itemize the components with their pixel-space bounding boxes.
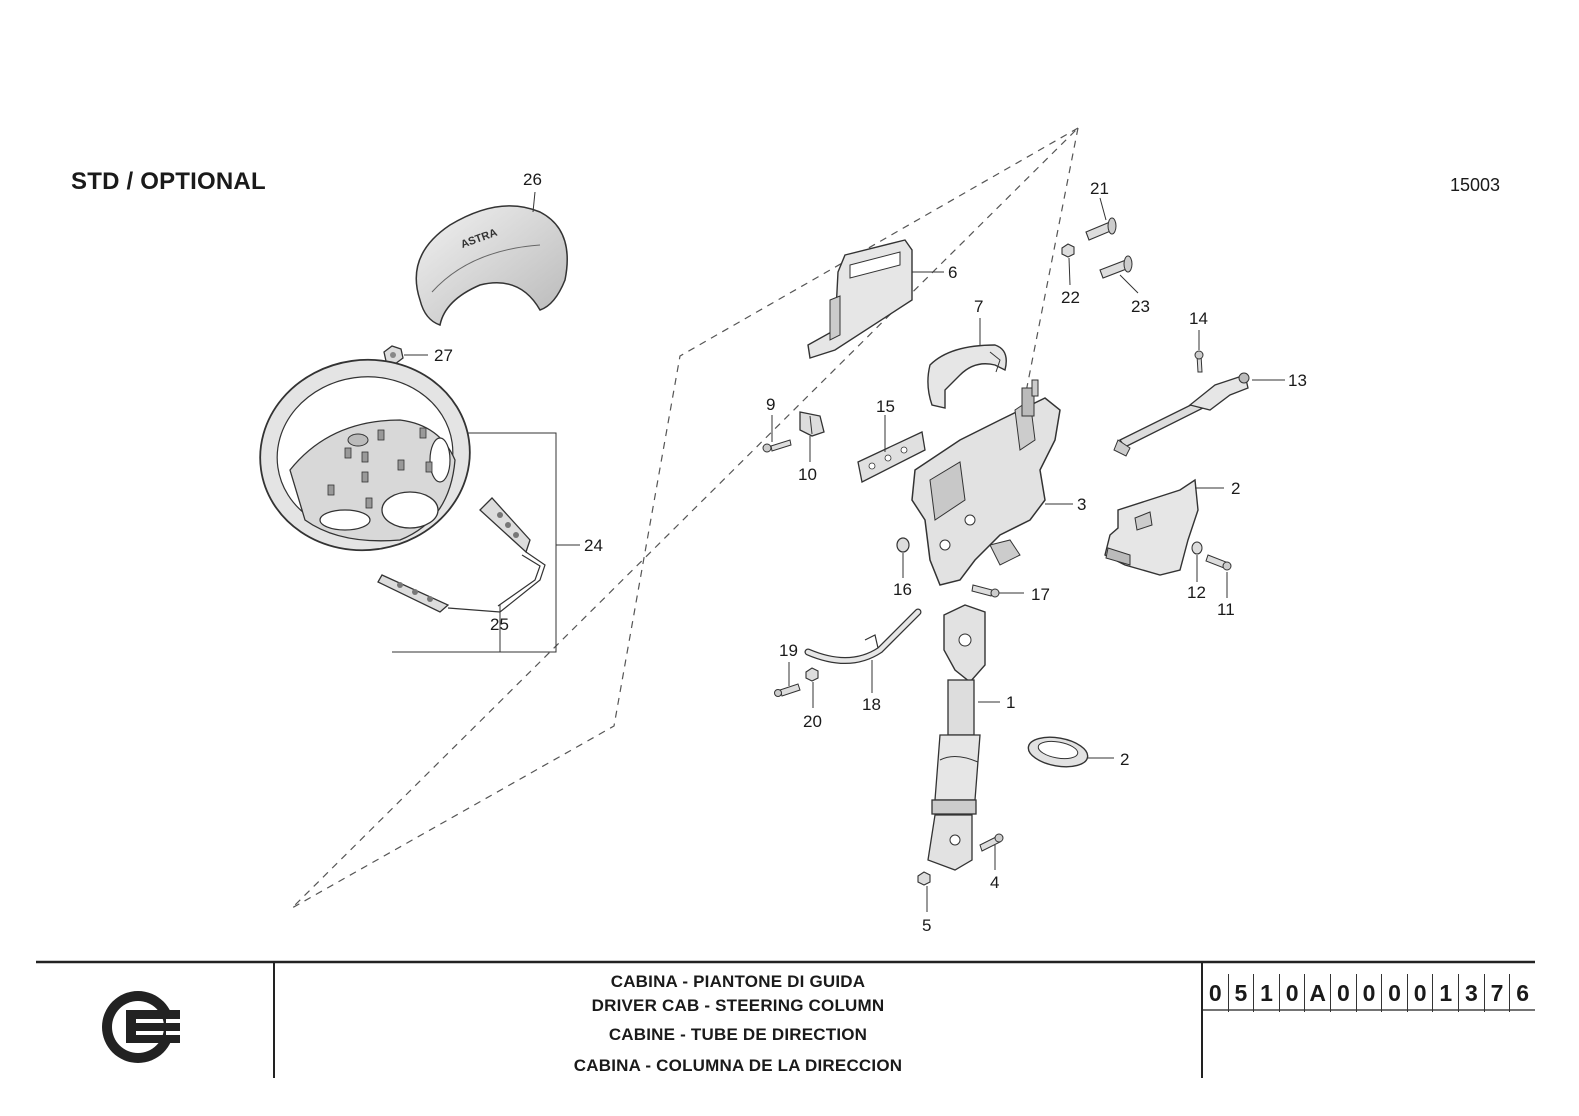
callout-21: 21 <box>1090 179 1109 198</box>
callout-13: 13 <box>1288 371 1307 390</box>
callout-1: 1 <box>1006 693 1015 712</box>
optional-area-outline <box>291 127 1079 909</box>
drawing-reference-number: 15003 <box>1450 175 1501 195</box>
callout-17: 17 <box>1031 585 1050 604</box>
title-english: DRIVER CAB - STEERING COLUMN <box>591 996 885 1015</box>
part-code-char: 0 <box>1382 974 1408 1012</box>
lever-rod-part-13 <box>1113 372 1250 457</box>
part-code-char: A <box>1305 974 1332 1012</box>
screw-part-11 <box>1205 554 1232 571</box>
bracket-part-6 <box>807 239 913 359</box>
callout-23: 23 <box>1131 297 1150 316</box>
nut-part-16 <box>896 537 910 553</box>
part-code: 0 5 1 0 A 0 0 0 0 1 3 7 6 <box>1203 974 1535 1012</box>
optional-area-edge <box>1025 127 1079 393</box>
steering-switch-part-24 <box>479 497 531 554</box>
cover-part-2-upper <box>1104 478 1199 576</box>
part-code-char: 7 <box>1485 974 1511 1012</box>
bolt-part-23 <box>1099 255 1133 279</box>
callout-15: 15 <box>876 397 895 416</box>
pipe-part-18 <box>804 608 922 664</box>
std-optional-label: STD / OPTIONAL <box>71 168 266 195</box>
steering-switch-part-25 <box>377 574 450 613</box>
callout-19: 19 <box>779 641 798 660</box>
grommet-part-2-lower <box>1027 736 1089 768</box>
part-code-char: 0 <box>1203 974 1229 1012</box>
callout-22: 22 <box>1061 288 1080 307</box>
callout-20: 20 <box>803 712 822 731</box>
airbag-cover-part-26: ASTRA <box>415 205 568 326</box>
callout-12: 12 <box>1187 583 1206 602</box>
callout-26: 26 <box>523 170 542 189</box>
nut-part-27 <box>383 345 404 365</box>
callout-24: 24 <box>584 536 603 555</box>
callout-14: 14 <box>1189 309 1208 328</box>
column-housing-part-3 <box>911 379 1061 586</box>
screw-part-9 <box>762 439 792 453</box>
part-code-char: 6 <box>1516 979 1530 1006</box>
steering-wheel <box>259 358 471 552</box>
callout-2-lower: 2 <box>1120 750 1129 769</box>
callout-2-upper: 2 <box>1231 479 1240 498</box>
title-spanish: CABINA - COLUMNA DE LA DIRECCION <box>573 1056 903 1075</box>
bolt-part-21 <box>1085 217 1117 241</box>
callout-5: 5 <box>922 916 931 935</box>
screw-part-14 <box>1194 350 1204 373</box>
callout-3: 3 <box>1077 495 1086 514</box>
nut-part-5 <box>917 871 931 886</box>
title-french: CABINE - TUBE DE DIRECTION <box>608 1025 868 1044</box>
part-code-char: 0 <box>1408 974 1434 1012</box>
part-code-char: 0 <box>1280 974 1306 1012</box>
part-code-char: 0 <box>1357 974 1383 1012</box>
nut-part-22 <box>1061 243 1075 258</box>
clip-part-10 <box>799 411 825 437</box>
screw-part-17 <box>971 584 1000 598</box>
part-code-char: 1 <box>1254 974 1280 1012</box>
bracket-lines-24-25 <box>392 432 580 653</box>
title-block-frame <box>36 960 1535 1078</box>
callout-11: 11 <box>1217 600 1235 619</box>
part-code-char: 3 <box>1459 974 1485 1012</box>
callout-7: 7 <box>974 297 983 316</box>
callout-9: 9 <box>766 395 775 414</box>
shroud-part-7 <box>927 344 1007 409</box>
bolt-part-4 <box>979 833 1004 852</box>
callout-27: 27 <box>434 346 453 365</box>
part-code-char: 5 <box>1229 974 1255 1012</box>
callout-18: 18 <box>862 695 881 714</box>
washer-part-12 <box>1191 541 1203 555</box>
steering-shaft-part-1 <box>927 604 986 871</box>
nut-part-20 <box>805 667 819 682</box>
title-block-text: CABINA - PIANTONE DI GUIDA DRIVER CAB - … <box>275 966 1201 1111</box>
screw-part-19 <box>774 683 801 697</box>
part-code-char: 1 <box>1433 974 1460 1012</box>
wiring-harness <box>447 551 546 613</box>
callout-6: 6 <box>948 263 957 282</box>
callout-4: 4 <box>990 873 999 892</box>
company-logo <box>102 991 182 1063</box>
title-italian: CABINA - PIANTONE DI GUIDA <box>610 972 866 991</box>
callout-16: 16 <box>893 580 912 599</box>
callout-10: 10 <box>798 465 817 484</box>
part-code-char: 0 <box>1331 974 1357 1012</box>
callout-25: 25 <box>490 615 509 634</box>
plate-part-15 <box>857 431 926 483</box>
